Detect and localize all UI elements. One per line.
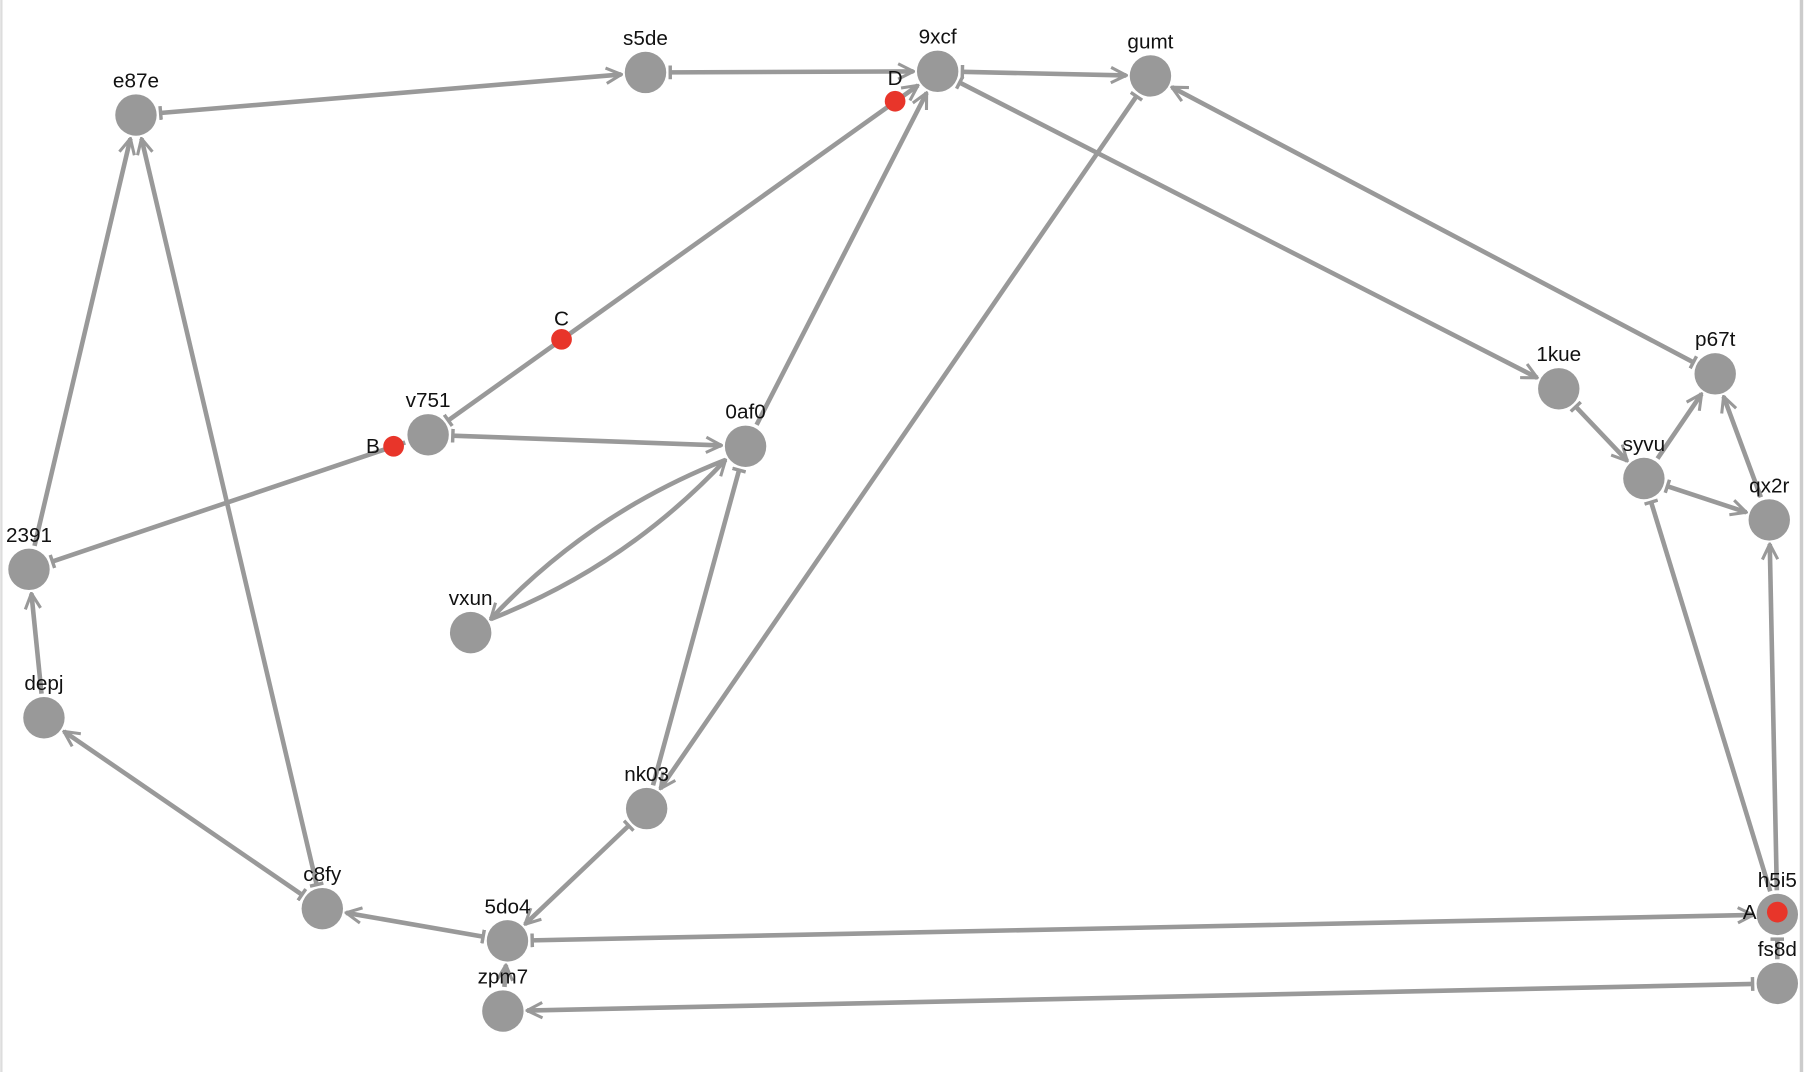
edge-zpm7-5do4	[504, 965, 505, 988]
node-label: h5i5	[1758, 869, 1797, 892]
node-s5de[interactable]: s5de	[623, 27, 668, 94]
edge-1kue-syvu	[1575, 406, 1627, 461]
node-circle[interactable]	[724, 425, 767, 467]
node-2391[interactable]: 2391	[6, 524, 52, 591]
node-circle[interactable]	[23, 697, 65, 739]
node-circle[interactable]	[449, 611, 492, 654]
edge-h5i5-qx2r	[1770, 544, 1780, 891]
node-vxun[interactable]: vxun	[449, 587, 493, 654]
node-qx2r[interactable]: qx2r	[1748, 474, 1790, 541]
edge-syvu-p67t	[1655, 394, 1701, 460]
point-B: B	[366, 435, 404, 458]
node-label: vxun	[449, 587, 493, 610]
point-D: D	[884, 67, 906, 112]
node-label: s5de	[623, 27, 668, 50]
node-0af0[interactable]: 0af0	[724, 401, 767, 467]
point-C: C	[551, 308, 572, 350]
node-label: 0af0	[725, 401, 765, 424]
highlight-dot	[884, 90, 906, 112]
node-label: 5do4	[484, 895, 530, 918]
edge-nk03-5do4	[525, 825, 629, 924]
point-label: D	[888, 67, 903, 90]
node-label: fs8d	[1758, 938, 1797, 961]
edge-syvu-qx2r	[1667, 486, 1747, 512]
node-label: c8fy	[303, 863, 342, 886]
node-circle[interactable]	[407, 414, 449, 456]
node-syvu[interactable]: syvu	[1623, 433, 1666, 500]
point-label: C	[554, 308, 569, 331]
node-label: qx2r	[1749, 474, 1789, 497]
edge-vxun-0af0	[489, 460, 726, 622]
point-label: A	[1743, 901, 1757, 924]
edge-h5i5-syvu	[1644, 498, 1773, 892]
edge-5do4-c8fy	[346, 913, 484, 937]
edge-depj-2391	[31, 593, 44, 694]
edge-p67t-gumt	[1172, 85, 1694, 362]
node-label: 2391	[6, 524, 52, 547]
node-label: syvu	[1623, 433, 1666, 456]
edge-2391-e87e	[32, 139, 131, 547]
edge-s5de-9xcf	[670, 71, 914, 72]
node-v751[interactable]: v751	[406, 389, 451, 456]
node-label: 1kue	[1536, 343, 1581, 366]
node-p67t[interactable]: p67t	[1694, 328, 1736, 395]
node-gumt[interactable]: gumt	[1127, 30, 1174, 97]
edge-fs8d-zpm7	[527, 984, 1753, 1011]
nodes-layer: e87e s5de 9xcf gumt v751 0af0 vxun 2391 depj c8fy…	[6, 26, 1799, 1032]
node-circle[interactable]	[1538, 368, 1580, 410]
node-label: v751	[406, 389, 451, 412]
node-label: 9xcf	[919, 26, 957, 49]
node-circle[interactable]	[1623, 457, 1665, 500]
node-circle[interactable]	[1694, 353, 1736, 395]
node-label: gumt	[1127, 30, 1173, 53]
edge-5do4-h5i5	[532, 915, 1754, 940]
highlight-dot	[1766, 901, 1788, 923]
node-1kue[interactable]: 1kue	[1536, 343, 1581, 410]
node-label: zpm7	[478, 965, 529, 988]
edge-c8fy-depj	[64, 731, 303, 895]
node-circle[interactable]	[1129, 55, 1172, 97]
highlight-dot	[551, 328, 572, 350]
node-circle[interactable]	[625, 787, 668, 830]
highlight-dot	[383, 435, 404, 457]
highlight-points-layer: A B C D	[366, 67, 1788, 924]
node-label: e87e	[113, 69, 159, 92]
node-circle[interactable]	[1748, 499, 1790, 541]
node-label: nk03	[624, 763, 669, 786]
point-label: B	[366, 435, 380, 458]
node-fs8d[interactable]: fs8d	[1756, 938, 1799, 1005]
node-e87e[interactable]: e87e	[113, 69, 159, 136]
edge-0af0-vxun	[491, 457, 727, 619]
node-circle[interactable]	[486, 920, 529, 962]
edge-9xcf-gumt	[962, 72, 1126, 76]
node-label: p67t	[1695, 328, 1736, 351]
node-circle[interactable]	[115, 94, 157, 136]
node-circle[interactable]	[1756, 962, 1799, 1005]
edges-layer	[31, 71, 1785, 1011]
node-circle[interactable]	[482, 990, 524, 1032]
node-zpm7[interactable]: zpm7	[478, 965, 529, 1032]
edge-e87e-s5de	[160, 74, 621, 113]
edge-nk03-gumt	[660, 96, 1136, 789]
edge-v751-0af0	[452, 436, 721, 446]
node-circle[interactable]	[8, 548, 50, 591]
node-c8fy[interactable]: c8fy	[301, 863, 343, 930]
point-A: A	[1743, 901, 1788, 924]
node-nk03[interactable]: nk03	[624, 763, 669, 830]
node-9xcf[interactable]: 9xcf	[916, 26, 959, 93]
node-depj[interactable]: depj	[23, 672, 65, 739]
edge-v751-9xcf	[448, 85, 918, 420]
node-circle[interactable]	[624, 51, 667, 94]
edge-qx2r-p67t	[1724, 396, 1764, 499]
node-5do4[interactable]: 5do4	[484, 895, 530, 962]
node-label: depj	[24, 672, 63, 695]
edge-c8fy-e87e	[141, 139, 316, 886]
node-circle[interactable]	[916, 50, 959, 93]
node-circle[interactable]	[301, 887, 343, 930]
